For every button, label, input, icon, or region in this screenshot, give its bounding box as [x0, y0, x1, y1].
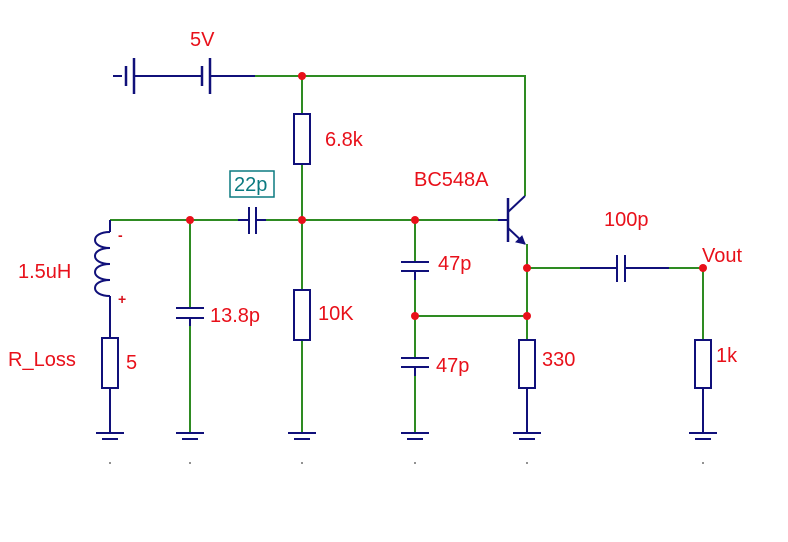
ground-symbols — [96, 432, 717, 464]
r-load-label: 1k — [716, 345, 738, 367]
ground-icon — [513, 432, 541, 464]
r-top-label: 6.8k — [325, 129, 364, 151]
capacitor-out — [580, 255, 669, 282]
resistor-r-bottom — [293, 289, 311, 341]
battery-symbol — [113, 58, 255, 94]
inductor-symbol — [94, 220, 111, 338]
resistor-r-loss — [101, 337, 119, 389]
capacitor-fb2 — [401, 357, 429, 432]
junction-node — [523, 312, 531, 320]
capacitor-coupling — [238, 207, 266, 234]
inductor-minus-sign: - — [118, 227, 123, 243]
r-loss-value-label: 5 — [126, 352, 137, 374]
junction-node — [298, 72, 306, 80]
ground-icon — [689, 432, 717, 464]
c-fb2-label: 47p — [436, 355, 469, 377]
coupling-label: 22p — [234, 174, 267, 196]
junction-node — [298, 216, 306, 224]
capacitor-tank — [176, 307, 204, 326]
junction-node — [411, 312, 419, 320]
supply-label: 5V — [190, 29, 215, 51]
r-bottom-label: 10K — [318, 303, 354, 325]
resistor-r-emitter — [518, 339, 536, 389]
ground-icon — [288, 432, 316, 464]
wires — [110, 75, 704, 432]
ground-icon — [176, 432, 204, 464]
junction-node — [523, 264, 531, 272]
wire-vout — [669, 267, 704, 316]
junction-node — [186, 216, 194, 224]
junction-node — [411, 216, 419, 224]
wire-top-rail — [255, 75, 526, 196]
resistor-r-top — [293, 113, 311, 165]
ground-icon — [96, 432, 124, 464]
r-emitter-label: 330 — [542, 349, 575, 371]
inductor-plus-sign: + — [118, 291, 126, 307]
ground-icon — [401, 432, 429, 464]
junction-nodes — [186, 72, 707, 320]
coupling-label-box — [229, 170, 275, 198]
transistor-symbol — [498, 195, 526, 245]
r-loss-name-label: R_Loss — [8, 349, 76, 371]
resistor-r-load — [694, 339, 712, 389]
junction-node — [699, 264, 707, 272]
c-out-label: 100p — [604, 209, 649, 231]
transistor-label: BC548A — [414, 169, 489, 191]
inductor-label: 1.5uH — [18, 261, 71, 283]
capacitor-fb1 — [401, 220, 429, 358]
c-fb1-label: 47p — [438, 253, 471, 275]
c-tank-label: 13.8p — [210, 305, 260, 327]
vout-label: Vout — [702, 245, 742, 267]
